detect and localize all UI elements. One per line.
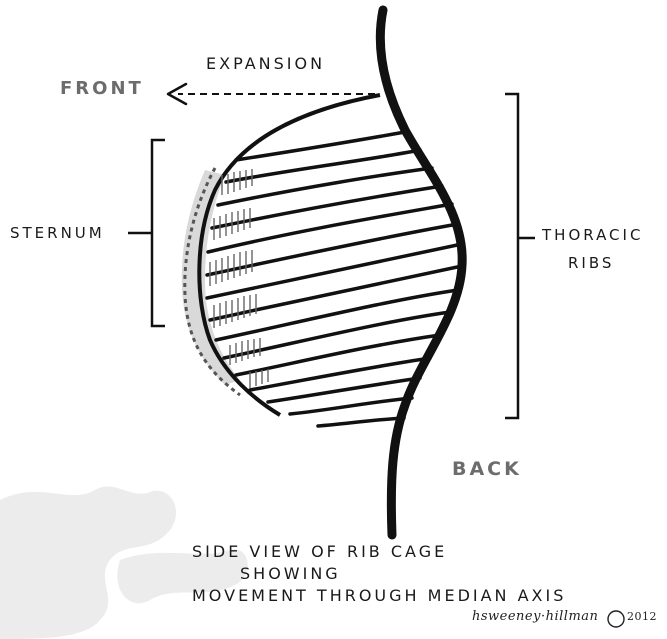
thoracic-label: THORACIC [542,228,643,243]
rib-14 [290,398,412,414]
rib-2 [226,150,420,182]
artist-signature: hsweeney·hillman [472,609,598,624]
rib-7 [207,244,462,298]
sternum-label: STERNUM [10,226,105,241]
expansion-arrow [168,84,375,104]
thoracic-ribs [207,132,462,426]
rib-10 [224,312,450,358]
rib-15 [318,418,404,426]
rib-3 [218,168,432,205]
front-label: FRONT [60,80,144,98]
rib-11 [236,335,440,375]
copyright-year: 2012 [627,610,657,623]
back-label: BACK [452,460,522,479]
rib-12 [250,358,430,390]
caption-line-2: SHOWING [240,566,341,582]
spine-line [380,10,462,535]
caption-line-3: MOVEMENT THROUGH MEDIAN AXIS [192,588,566,604]
background-watermark [0,486,248,639]
caption-line-1: SIDE VIEW OF RIB CAGE [192,544,447,560]
thoracic-ribs-bracket [505,94,535,418]
rib-6 [207,224,458,275]
sternum-bracket [128,140,165,326]
expansion-label: EXPANSION [206,56,325,72]
ribs-label: RIBS [568,256,614,271]
rib-4 [212,186,442,228]
rib-cage-front-outline [199,95,380,415]
